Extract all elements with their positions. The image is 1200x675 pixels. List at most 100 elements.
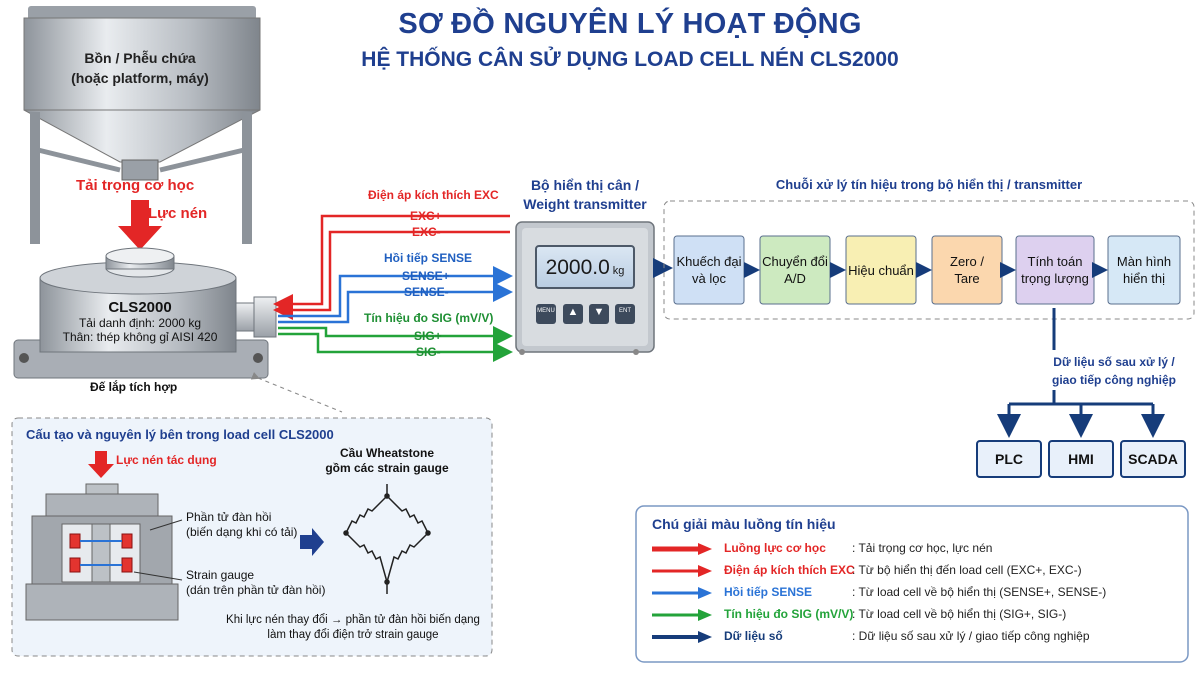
up-key-label: ▲ xyxy=(567,306,579,318)
sig-minus-label: SIG- xyxy=(416,345,441,359)
up-key[interactable] xyxy=(563,304,583,324)
elastic-element-line2: (biến dạng khi có tải) xyxy=(186,525,298,539)
weight-indicator xyxy=(515,221,655,355)
callout-line xyxy=(250,372,343,413)
legend-label-3: Tín hiệu đo SIG (mV/V) xyxy=(724,607,854,621)
inside-force-label: Lực nén tác dụng xyxy=(116,453,217,467)
menu-key[interactable] xyxy=(536,304,556,324)
bridge-label-line1: Cầu Wheatstone xyxy=(339,446,434,460)
inside-note: Khi lực nén thay đổi → phần tử đàn hồi b… xyxy=(222,613,484,643)
force-arrow xyxy=(118,200,162,250)
chain-block-weight-calc-label: Tính toán trọng lượng xyxy=(1016,236,1094,304)
legend-arrow-head-4 xyxy=(698,631,712,643)
chain-block-4-line1: Tính toán xyxy=(1027,254,1083,269)
to-bridge-arrow xyxy=(300,528,324,556)
exc-title: Điện áp kích thích EXC xyxy=(368,188,499,202)
processing-chain-blocks xyxy=(673,235,1181,305)
legend-desc-1: : Từ bộ hiển thị đến load cell (EXC+, EX… xyxy=(852,563,1082,577)
compress-label: Lực nén xyxy=(148,205,208,222)
wheatstone-bridge xyxy=(343,484,431,594)
chain-block-5-line2: hiển thị xyxy=(1123,271,1165,286)
weight-unit: kg xyxy=(612,265,625,277)
legend-arrows xyxy=(652,543,712,643)
legend-label-2: Hồi tiếp SENSE xyxy=(724,585,813,599)
enter-key-label: ENT xyxy=(619,308,631,314)
load-cell-label: CLS2000 Tải danh định: 2000 kg Thân: thé… xyxy=(50,299,230,344)
legend-desc-2: : Từ load cell về bộ hiển thị (SENSE+, S… xyxy=(852,585,1107,599)
legend-arrow-head-3 xyxy=(698,609,712,621)
sense-plus-label: SENSE+ xyxy=(402,269,450,283)
load-cell-material: Thân: thép không gỉ AISI 420 xyxy=(62,330,218,344)
hopper-label: Bồn / Phễu chứa (hoặc platform, máy) xyxy=(40,48,240,88)
small-force-arrow xyxy=(88,451,114,478)
chain-block-0-line1: Khuếch đại xyxy=(676,254,742,269)
legend-arrow-head-2 xyxy=(698,587,712,599)
chain-block-4-line2: trọng lượng xyxy=(1021,271,1089,286)
inside-note-line2: làm thay đổi điện trở strain gauge xyxy=(267,629,439,641)
chain-block-calibration-label: Hiệu chuẩn xyxy=(846,236,916,304)
legend-arrow-head-0 xyxy=(698,543,712,555)
indicator-display: 2000.0 kg xyxy=(538,250,632,284)
elastic-element-line1: Phần tử đàn hồi xyxy=(186,510,272,524)
chain-title: Chuỗi xử lý tín hiệu trong bộ hiển thị /… xyxy=(775,177,1083,192)
hopper xyxy=(23,6,261,244)
legend-desc-3: : Từ load cell về bộ hiển thị (SIG+, SIG… xyxy=(852,607,1067,621)
chain-block-amplifier-label: Khuếch đại và lọc xyxy=(674,236,744,304)
bridge-label-line2: gồm các strain gauge xyxy=(325,461,449,475)
hmi-box: HMI xyxy=(1048,440,1114,478)
hopper-label-line2: (hoặc platform, máy) xyxy=(71,70,209,86)
menu-key-label: MENU xyxy=(537,308,555,314)
legend-label-4: Dữ liệu số xyxy=(724,629,783,643)
load-cell-rated-capacity: Tải danh định: 2000 kg xyxy=(78,316,202,330)
diagram-title: SƠ ĐỒ NGUYÊN LÝ HOẠT ĐỘNG xyxy=(398,8,862,40)
processing-chain-frame xyxy=(663,200,1195,320)
diagram-subtitle: HỆ THỐNG CÂN SỬ DỤNG LOAD CELL NÉN CLS20… xyxy=(361,48,899,71)
bridge-label: Cầu Wheatstone gồm các strain gauge xyxy=(320,446,454,476)
elastic-element-label: Phần tử đàn hồi (biến dạng khi có tải) xyxy=(186,510,297,540)
chain-block-5 xyxy=(1107,235,1181,305)
legend-desc-4: : Dữ liệu số sau xử lý / giao tiếp công … xyxy=(852,629,1090,643)
legend-box xyxy=(635,505,1189,663)
indicator-title-line2: Weight transmitter xyxy=(523,196,647,212)
base-label: Đế lắp tích hợp xyxy=(90,380,178,394)
sig-plus-label: SIG+ xyxy=(414,329,442,343)
load-cell-name: CLS2000 xyxy=(108,299,172,316)
strain-gauge-line2: (dán trên phần tử đàn hồi) xyxy=(186,583,326,597)
indicator-title-line1: Bộ hiển thị cân / xyxy=(530,177,640,193)
sense-minus-label: SENSE- xyxy=(404,285,449,299)
chain-block-zero-tare-label: Zero / Tare xyxy=(932,236,1002,304)
plc-box: PLC xyxy=(976,440,1042,478)
signal-wires xyxy=(273,214,513,362)
sense-title: Hồi tiếp SENSE xyxy=(384,251,473,265)
inside-note-line1: Khi lực nén thay đổi → phần tử đàn hồi b… xyxy=(226,614,480,626)
digital-data-line2: giao tiếp công nghiệp xyxy=(1052,373,1176,387)
exc-plus-label: EXC+ xyxy=(410,209,442,223)
digital-output-tree xyxy=(997,308,1165,438)
chain-block-1-line2: A/D xyxy=(784,271,806,286)
scada-box: SCADA xyxy=(1120,440,1186,478)
indicator-title: Bộ hiển thị cân / Weight transmitter xyxy=(510,176,660,214)
legend-label-1: Điện áp kích thích EXC xyxy=(724,563,855,577)
load-label: Tải trọng cơ học xyxy=(76,177,195,194)
legend-arrow-head-1 xyxy=(698,565,712,577)
enter-key[interactable] xyxy=(615,304,635,324)
load-cell-body xyxy=(13,247,277,379)
inside-title: Cấu tạo và nguyên lý bên trong load cell… xyxy=(26,427,334,442)
down-key-label: ▼ xyxy=(593,306,605,318)
down-key[interactable] xyxy=(589,304,609,324)
chain-block-0-line2: và lọc xyxy=(692,271,726,286)
digital-data-line1: Dữ liệu số sau xử lý / xyxy=(1053,355,1175,369)
chain-block-1-line1: Chuyển đổi xyxy=(762,254,828,269)
chain-block-3-line1: Zero / xyxy=(950,254,984,269)
strain-gauge-label: Strain gauge (dán trên phần tử đàn hồi) xyxy=(186,568,325,598)
chain-block-3-line2: Tare xyxy=(954,271,980,286)
digital-data-label: Dữ liệu số sau xử lý / giao tiếp công ng… xyxy=(1034,353,1194,389)
legend-label-0: Luồng lực cơ học xyxy=(724,541,826,555)
sig-title: Tín hiệu đo SIG (mV/V) xyxy=(364,311,494,325)
legend-title: Chú giải màu luồng tín hiệu xyxy=(652,516,836,532)
cell-cross-section xyxy=(25,483,183,621)
chain-block-5-line1: Màn hình xyxy=(1116,254,1172,269)
legend-desc-0: : Tải trọng cơ học, lực nén xyxy=(852,541,993,555)
